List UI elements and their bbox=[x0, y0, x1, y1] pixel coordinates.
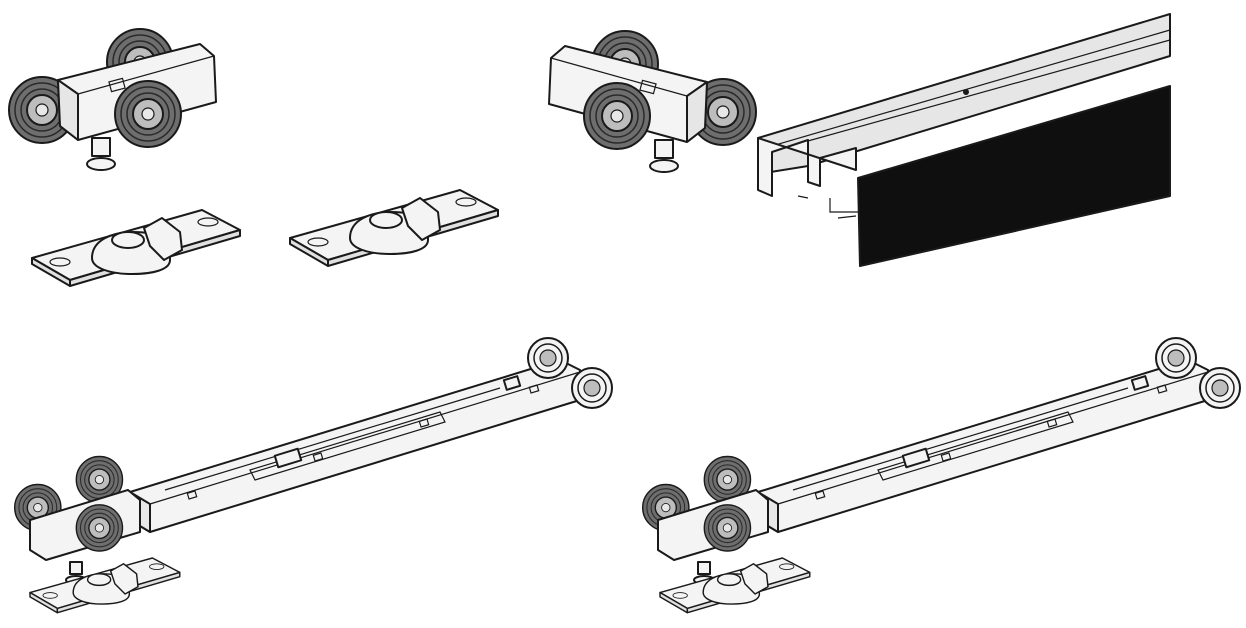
soft-close-damper-left bbox=[15, 338, 612, 584]
roller-carriage-right bbox=[549, 31, 756, 172]
mounting-plate-damper-left bbox=[29, 557, 181, 614]
mounting-plate-left bbox=[31, 209, 241, 287]
mounting-plate-right bbox=[289, 189, 499, 267]
mounting-plate-damper-right bbox=[659, 557, 811, 614]
aluminium-track bbox=[757, 13, 1171, 267]
soft-close-damper-right bbox=[643, 338, 1240, 584]
roller-carriage-left bbox=[9, 29, 216, 170]
